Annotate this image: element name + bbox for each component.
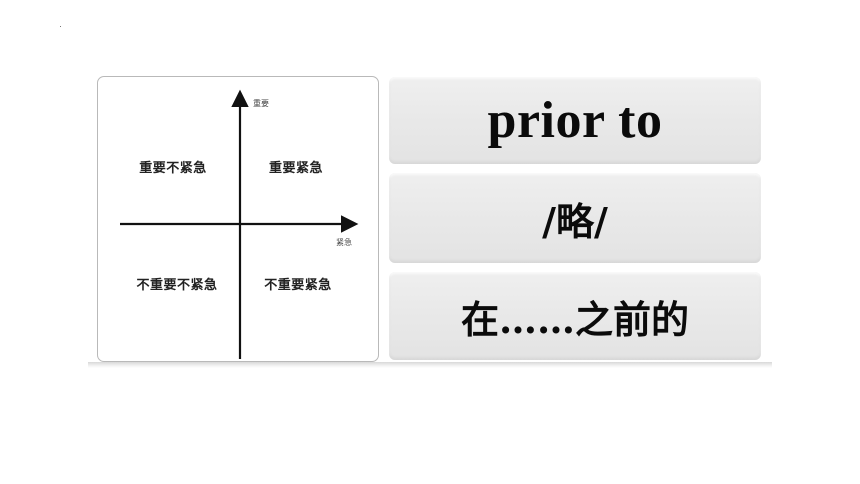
quadrant-not-important-not-urgent: 不重要不紧急 [136,278,218,293]
matrix-axes [120,89,359,359]
priority-matrix-card: 重要 紧急 重要不紧急 重要紧急 不重要不紧急 不重要紧急 [97,76,379,362]
quadrant-important-urgent: 重要紧急 [268,161,324,176]
quadrant-not-important-urgent: 不重要紧急 [264,278,332,293]
vocab-pronunciation-panel: /略/ [389,173,761,263]
vocab-word: prior to [487,92,663,149]
vocab-meaning: 在……之前的 [460,296,689,342]
stray-dot [60,26,61,27]
bottom-divider [88,362,772,368]
horizontal-axis-label: 紧急 [336,238,352,247]
vocab-pronunciation: /略/ [542,199,608,244]
quadrant-important-not-urgent: 重要不紧急 [139,161,207,176]
vertical-axis-label: 重要 [253,99,269,108]
vocab-word-panel: prior to [389,77,761,164]
vocab-meaning-panel: 在……之前的 [389,272,761,360]
